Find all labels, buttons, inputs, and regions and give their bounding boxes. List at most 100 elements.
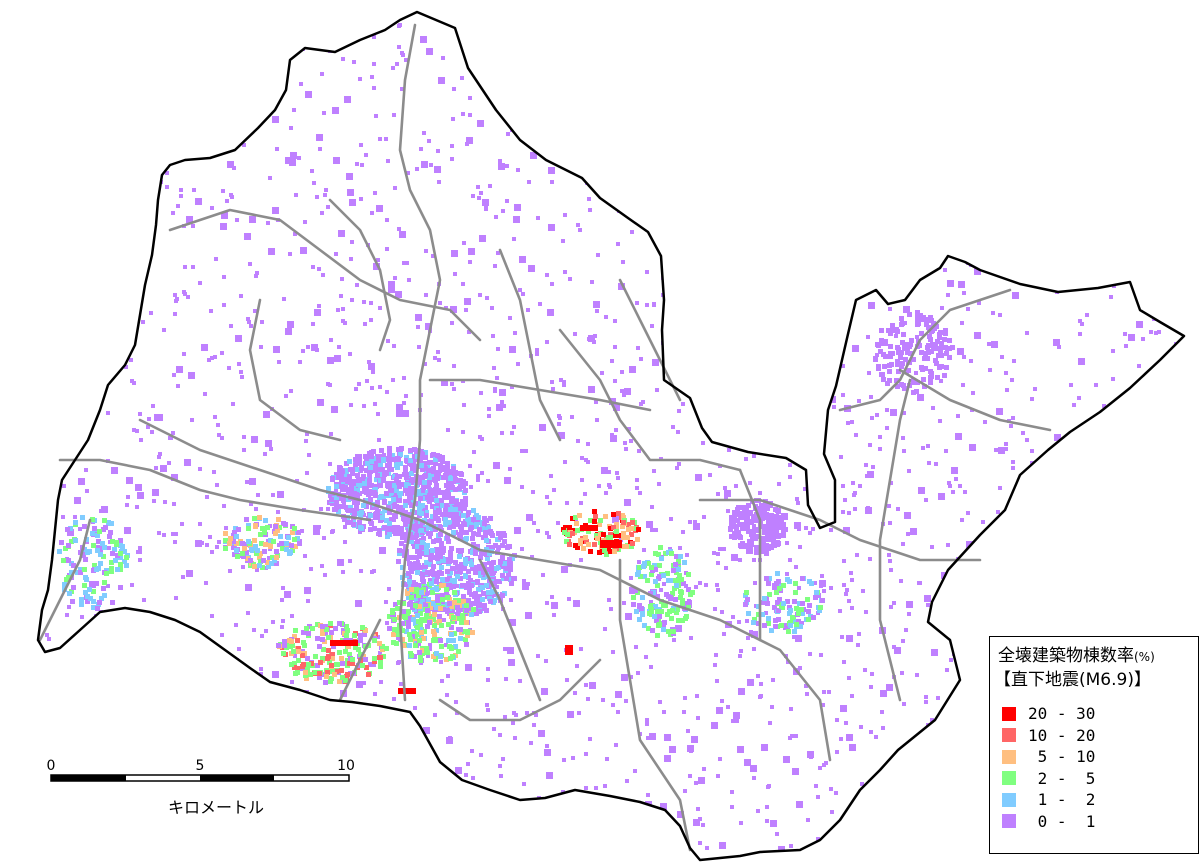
damage-cell xyxy=(365,379,369,383)
damage-cell xyxy=(338,230,345,237)
damage-cell xyxy=(268,176,272,180)
damage-cell xyxy=(795,635,802,642)
damage-cell xyxy=(220,436,224,440)
damage-cell xyxy=(722,172,726,176)
damage-cell xyxy=(382,499,387,504)
damage-cell xyxy=(1178,539,1182,543)
damage-cell xyxy=(642,623,647,628)
damage-cell xyxy=(392,474,397,479)
damage-cell xyxy=(429,163,433,167)
damage-cell xyxy=(345,672,350,677)
damage-cell xyxy=(762,442,766,446)
damage-cell xyxy=(1028,588,1032,592)
damage-cell xyxy=(575,528,580,533)
damage-cell xyxy=(126,661,133,668)
damage-cell xyxy=(376,797,380,801)
damage-cell xyxy=(794,734,798,738)
damage-cell xyxy=(234,623,238,627)
damage-cell xyxy=(448,550,453,555)
damage-cell xyxy=(694,585,698,589)
damage-cell xyxy=(571,756,575,760)
damage-cell xyxy=(1009,631,1013,635)
damage-cell xyxy=(473,570,478,575)
damage-cell xyxy=(612,27,616,31)
damage-cell xyxy=(482,527,487,532)
damage-cell xyxy=(464,585,469,590)
damage-cell xyxy=(684,23,688,27)
damage-cell xyxy=(707,302,714,309)
damage-cell xyxy=(413,773,417,777)
damage-cell xyxy=(743,602,748,607)
damage-cell xyxy=(330,652,335,657)
damage-cell xyxy=(435,594,440,599)
damage-cell xyxy=(513,216,520,223)
damage-cell xyxy=(460,615,465,620)
damage-cell xyxy=(322,111,326,115)
damage-cell xyxy=(614,522,619,527)
damage-cell xyxy=(384,646,389,651)
damage-cell xyxy=(315,663,320,668)
damage-cell xyxy=(784,154,788,158)
damage-cell xyxy=(372,638,377,643)
damage-cell xyxy=(459,620,464,625)
damage-cell xyxy=(645,270,649,274)
damage-cell xyxy=(549,474,553,478)
damage-cell xyxy=(862,109,866,113)
damage-cell xyxy=(141,179,145,183)
damage-cell xyxy=(979,157,983,161)
damage-cell xyxy=(718,547,722,551)
damage-cell xyxy=(657,614,662,619)
damage-cell xyxy=(586,697,590,701)
damage-cell xyxy=(203,746,207,750)
damage-cell xyxy=(417,638,422,643)
damage-cell xyxy=(246,611,250,615)
damage-cell xyxy=(629,675,633,679)
damage-cell xyxy=(471,194,475,198)
damage-cell xyxy=(1173,109,1177,113)
damage-cell xyxy=(91,543,96,548)
damage-cell xyxy=(792,213,796,217)
damage-cell xyxy=(451,466,456,471)
damage-cell xyxy=(1093,74,1097,78)
damage-cell xyxy=(507,557,512,562)
damage-cell xyxy=(321,647,326,652)
damage-cell xyxy=(405,491,410,496)
damage-cell xyxy=(885,836,892,843)
damage-cell xyxy=(434,651,439,656)
damage-cell xyxy=(414,510,419,515)
damage-cell xyxy=(820,408,827,415)
damage-cell xyxy=(239,26,243,30)
damage-cell xyxy=(926,41,930,45)
damage-cell xyxy=(376,412,380,416)
damage-cell xyxy=(955,433,962,440)
damage-cell xyxy=(633,769,637,773)
damage-cell xyxy=(467,330,471,334)
damage-cell xyxy=(676,430,680,434)
damage-cell xyxy=(481,570,486,575)
damage-cell xyxy=(691,736,698,743)
damage-cell xyxy=(1004,371,1008,375)
damage-cell xyxy=(415,539,420,544)
damage-cell xyxy=(608,532,613,537)
damage-cell xyxy=(388,501,393,506)
damage-cell xyxy=(1090,193,1094,197)
damage-cell xyxy=(148,234,152,238)
damage-cell xyxy=(691,154,695,158)
damage-cell xyxy=(1069,383,1073,387)
damage-cell xyxy=(775,508,780,513)
damage-cell xyxy=(1129,475,1133,479)
damage-cell xyxy=(924,498,928,502)
damage-cell xyxy=(458,607,463,612)
damage-cell xyxy=(613,345,617,349)
damage-cell xyxy=(878,161,885,168)
damage-cell xyxy=(476,515,481,520)
damage-cell xyxy=(421,161,428,168)
damage-cell xyxy=(327,660,332,665)
damage-cell xyxy=(1004,150,1008,154)
damage-cell xyxy=(814,471,818,475)
damage-cell xyxy=(142,208,146,212)
damage-cell xyxy=(686,572,691,577)
damage-cell xyxy=(975,695,979,699)
damage-cell xyxy=(334,252,338,256)
damage-cell xyxy=(241,565,245,569)
